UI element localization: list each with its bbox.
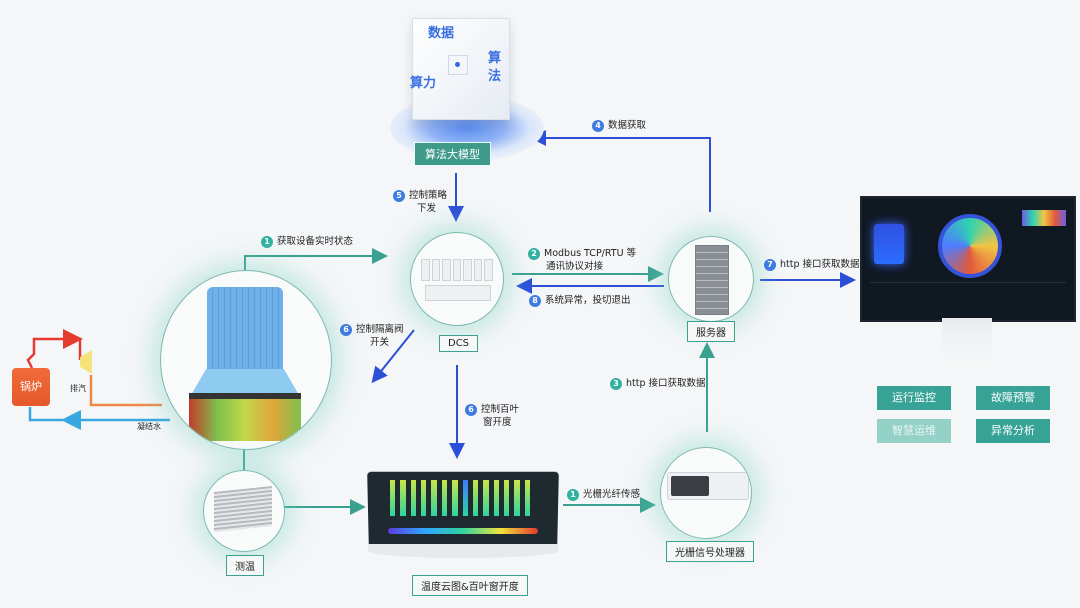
dcs-device-icon (421, 259, 494, 281)
steam-line (26, 329, 83, 369)
temp-cloud-display[interactable] (367, 471, 559, 558)
condensate-label: 凝结水 (137, 422, 161, 431)
exhaust-line (89, 375, 162, 407)
color-scale (388, 528, 538, 534)
feature-fault-warning[interactable]: 故障预警 (976, 386, 1050, 410)
dashboard-ring-chart (938, 214, 1002, 278)
dashboard-tower-graphic (874, 224, 904, 264)
turbine-icon (80, 350, 92, 374)
monitor-stand (942, 318, 992, 364)
steam-line-2 (78, 337, 82, 360)
dashboard-line-chart (870, 282, 1066, 313)
cube-core (448, 55, 468, 75)
louver-bars (390, 480, 531, 516)
exhaust-label: 排汽 (70, 384, 86, 393)
tower-body (207, 287, 283, 375)
condensate-line (28, 407, 170, 422)
temp-sensor-label: 测温 (226, 555, 264, 576)
dcs-node[interactable] (410, 232, 504, 326)
boiler-block[interactable]: 锅炉 (12, 368, 50, 406)
cube-text-data: 数据 (428, 26, 455, 41)
temp-sensor-node[interactable] (203, 470, 285, 552)
server-rack-icon (695, 245, 729, 315)
feature-run-monitor[interactable]: 运行监控 (877, 386, 951, 410)
dcs-label: DCS (439, 335, 479, 352)
arrow-step6a (371, 329, 415, 384)
cube-text-compute: 算力 (410, 76, 437, 91)
grating-processor-label: 光栅信号处理器 (666, 541, 754, 562)
algorithm-model-graphic: 数据 算法 算力 (390, 10, 544, 170)
dashboard-monitor[interactable] (860, 196, 1076, 322)
feature-smart-ops[interactable]: 智慧运维 (877, 419, 951, 443)
cloud-map-label: 温度云图&百叶窗开度 (412, 575, 528, 596)
cube-text-algo: 算法 (488, 51, 502, 84)
feature-anomaly-analysis[interactable]: 异常分析 (976, 419, 1050, 443)
tower-base-heatmap (189, 393, 301, 441)
server-node[interactable] (668, 236, 754, 322)
sensor-panel-icon (214, 485, 272, 533)
server-label: 服务器 (687, 321, 735, 342)
arrow-step4 (530, 130, 711, 212)
processor-device-icon (667, 472, 749, 500)
dashboard-bar-chart (1022, 210, 1066, 226)
grating-processor-node[interactable] (660, 447, 752, 539)
cooling-tower-node[interactable] (160, 270, 332, 450)
model-label: 算法大模型 (414, 142, 491, 166)
